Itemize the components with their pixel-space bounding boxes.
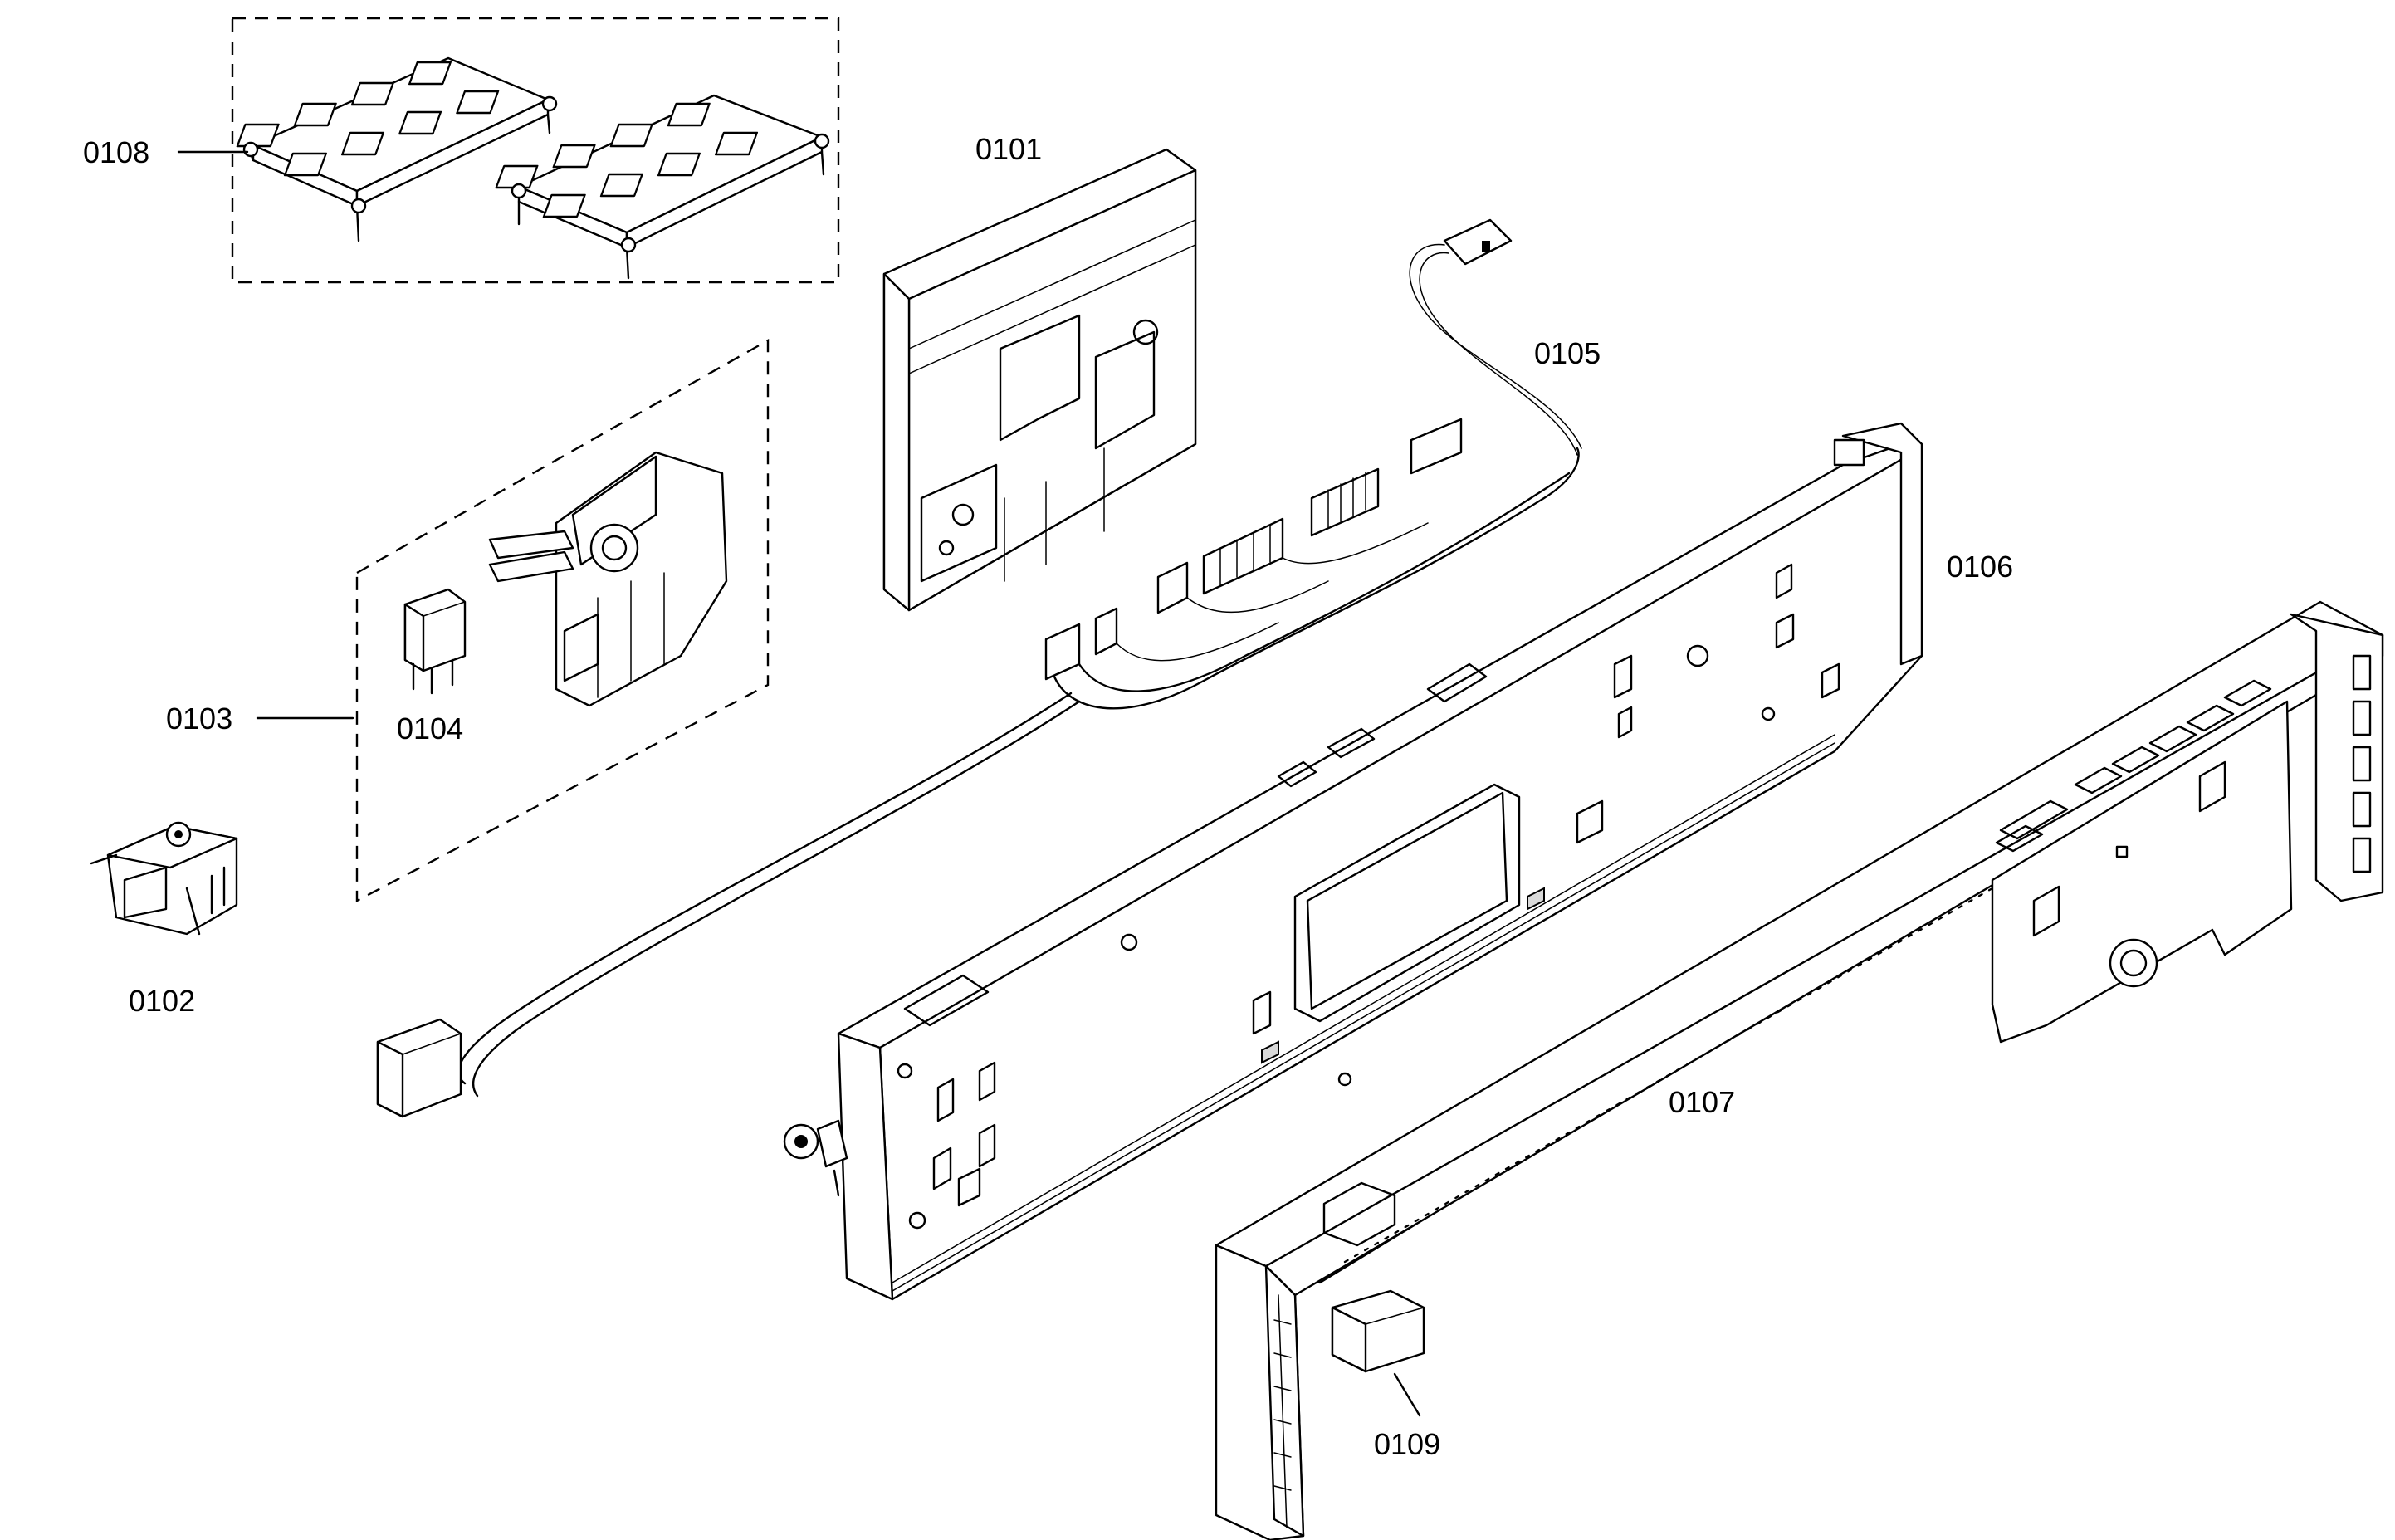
keypad-frame-left — [236, 56, 558, 242]
part-0104-micro-switch[interactable]: 0104 — [397, 588, 467, 746]
part-label-0108: 0108 — [83, 135, 149, 169]
part-0105-wire-harness[interactable]: 0105 — [376, 218, 1601, 1118]
part-label-0106: 0106 — [1947, 550, 2013, 584]
part-0101-control-module[interactable]: 0101 — [882, 0, 1197, 612]
part-0103-door-lock-assembly[interactable]: 0103 — [166, 338, 770, 902]
part-0102-door-lock[interactable]: 0102 — [90, 821, 238, 1018]
part-label-0109: 0109 — [1374, 1427, 1440, 1461]
part-label-0102: 0102 — [129, 984, 195, 1018]
group-box-0103 — [355, 338, 770, 902]
keypad-frame-right — [495, 94, 830, 280]
part-label-0105: 0105 — [1534, 336, 1601, 370]
part-label-0103: 0103 — [166, 702, 232, 736]
part-0108-keypad-frames[interactable]: 0108 — [83, 17, 840, 284]
part-label-0104: 0104 — [397, 711, 463, 746]
part-0106-inner-panel-frame[interactable]: 0106 — [783, 422, 2013, 1301]
part-0107-outer-trim[interactable]: 0107 — [1215, 600, 2384, 1540]
leader-0109 — [1393, 1372, 1421, 1417]
part-label-0101: 0101 — [975, 132, 1042, 166]
part-label-0107: 0107 — [1669, 1085, 1735, 1119]
part-0109-cap[interactable]: 0109 — [1331, 1289, 1440, 1461]
group-box-0108 — [231, 17, 840, 284]
